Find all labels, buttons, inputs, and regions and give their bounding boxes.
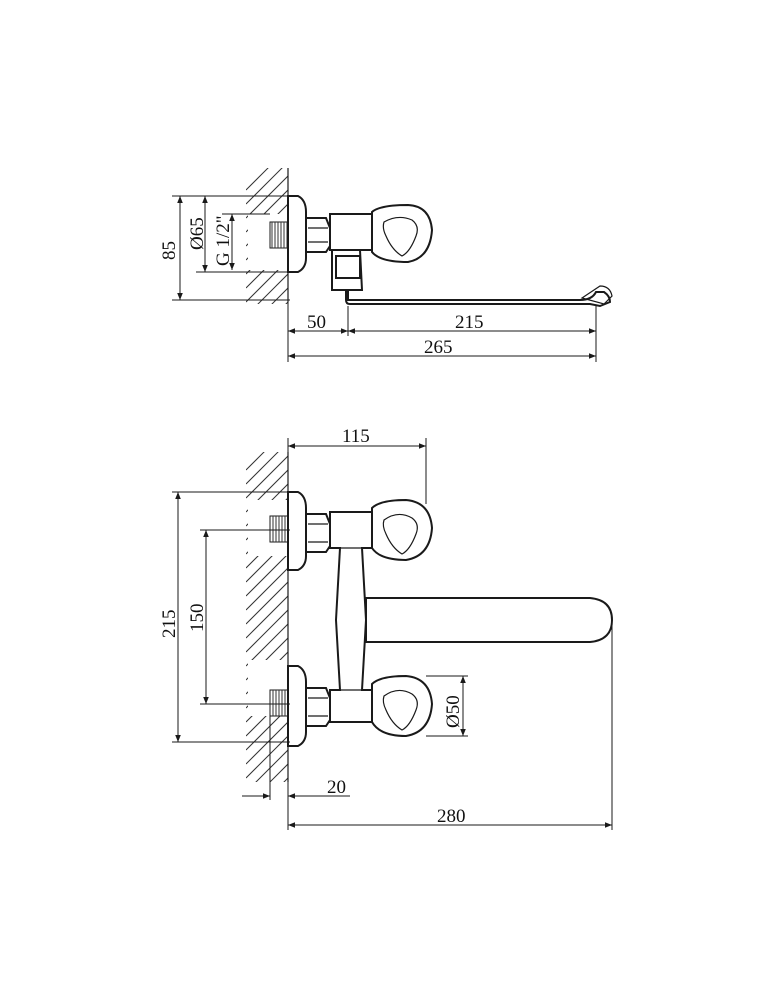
dim-side-total-length: 265 — [424, 337, 453, 358]
side-view: 85 Ø65 G 1/2" 50 215 265 — [159, 168, 613, 362]
dim-front-handle-diameter: Ø50 — [443, 695, 464, 728]
dim-front-center-distance: 150 — [187, 604, 208, 633]
dim-front-spout-length: 280 — [437, 806, 466, 827]
dim-side-thread: G 1/2" — [213, 215, 234, 266]
wall-hatch-bottom — [246, 452, 288, 782]
dim-side-flange-diameter: Ø65 — [187, 217, 208, 250]
dim-side-height: 85 — [159, 241, 180, 260]
dim-front-total-height: 215 — [159, 610, 180, 639]
dim-front-handle-offset: 115 — [342, 426, 370, 447]
dim-side-wall-to-axis: 50 — [307, 312, 326, 333]
dim-front-eccentric: 20 — [327, 777, 346, 798]
front-view: 115 215 150 Ø50 20 280 — [159, 426, 614, 830]
dim-side-spout-reach: 215 — [455, 312, 484, 333]
